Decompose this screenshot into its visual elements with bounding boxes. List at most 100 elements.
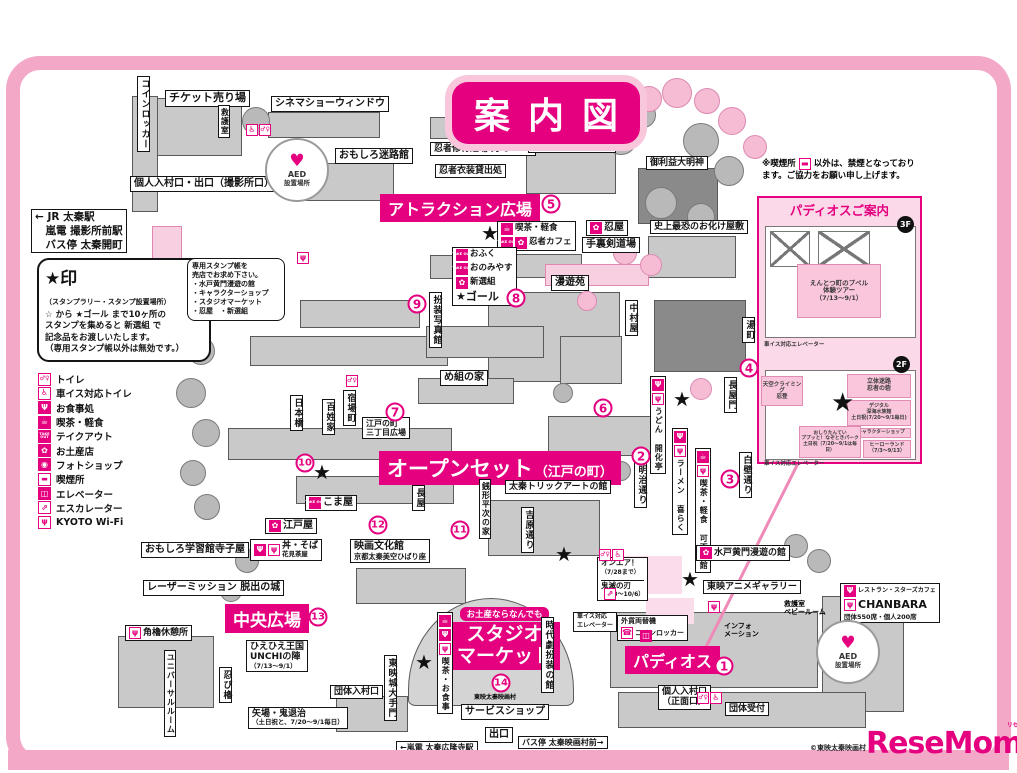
label-text: うどん 開化亭 xyxy=(654,407,664,471)
label-line: 忍者衣装貸出処 xyxy=(439,166,503,176)
label-line: ベビールーム xyxy=(784,608,826,617)
label-text: 太秦トリックアートの館 xyxy=(509,482,607,492)
bubble-line: 売店でお求め下さい。 xyxy=(192,271,262,280)
chuo-hiroba-banner: 中央広場 xyxy=(225,604,309,633)
banner-line: マーケット xyxy=(457,644,553,667)
label-line: ← JR 太秦駅 xyxy=(35,211,95,223)
tree xyxy=(176,378,206,408)
legend-item-1: ♿車イス対応トイレ xyxy=(38,386,132,400)
souvenir-icon: ✿ xyxy=(456,277,468,289)
tree xyxy=(714,156,744,186)
stairs-icon xyxy=(818,231,870,267)
label-line: 漫遊苑 xyxy=(555,277,585,288)
padios-room: 立体迷路忍者の砦 xyxy=(847,374,911,398)
label-row: 外貨両替機 xyxy=(621,617,656,625)
toei-anime-gallery: 東映アニメギャラリー xyxy=(703,580,801,595)
studio-market-operator: 東映太秦映画村 xyxy=(474,694,516,701)
label-text: ラーメン 喜らく xyxy=(676,459,686,532)
label-line: 三丁目広場 xyxy=(366,428,406,438)
legend-item-6: ◉フォトショップ xyxy=(38,458,132,472)
label-line: 矢場・鬼退治 xyxy=(252,709,307,719)
coin-locker-west: コインロッカー xyxy=(137,76,151,152)
label-line: 団体受付 xyxy=(729,704,766,714)
smoking-icon: ▬ xyxy=(38,472,51,486)
stamp-star-padios: ★ xyxy=(681,567,699,591)
toei-castle-otemon-gate: 東映城大手門 xyxy=(384,655,398,721)
label-text: 忍者修行道場 刀でGO!! xyxy=(434,144,532,154)
label-line: コインロッカー xyxy=(635,629,684,638)
label-text: 御利益大明神 xyxy=(650,158,704,168)
room-label: 土日祝(7/20〜9/1毎日) xyxy=(851,414,907,421)
label-text: 漫遊苑 xyxy=(555,277,585,289)
padios-room: ヒーローランド（7/3〜9/13） xyxy=(863,440,911,458)
banner-text: 中央広場 xyxy=(233,611,301,631)
label-text: 白壁通り xyxy=(741,455,752,495)
photoshop-icon: ◉ xyxy=(38,458,51,472)
label-subline: （7/13〜9/1） xyxy=(250,661,297,670)
label-line: 東映アニメギャラリー xyxy=(707,582,797,592)
wifi-icon: ψ xyxy=(652,393,664,405)
individual-entrance-studio-gate: 個人入村口・出口（撮影所口） xyxy=(130,176,278,192)
elevator-marker: ◫ xyxy=(640,630,652,642)
yaba-oni-taiji: 矢場・鬼退治（土日祝と、7/20〜9/1毎日） xyxy=(248,707,348,729)
aed-sublabel: 設置場所 xyxy=(835,660,861,669)
elevator-note-2f: 車イス対応エレベーター xyxy=(764,461,825,467)
toilet-icon: ♂♀ xyxy=(259,124,271,136)
label-text: からくり忍者屋敷 xyxy=(532,139,612,151)
restaurant-icon: Ψ xyxy=(439,629,451,641)
trick-art-museum: 太秦トリックアートの館 xyxy=(505,480,612,495)
universal-room: ユニバーサルルーム xyxy=(164,650,177,737)
wheelchair-icon: ♿ xyxy=(38,386,51,400)
souvenir-icon: ✿ xyxy=(590,222,602,234)
label-row: （7/28まで） xyxy=(601,569,640,577)
edoya-shop: ✿江戸屋 xyxy=(265,518,317,534)
label-line: バス停 太秦映画村前→ xyxy=(522,738,604,747)
stamp-box-line: ☆ から ★ゴール まで10ヶ所の xyxy=(45,310,166,320)
label-row: エレベーター xyxy=(577,622,613,630)
label-subline: 花見茶屋 xyxy=(282,550,308,559)
hyakushoya-farmhouse: 百姓家 xyxy=(322,399,336,435)
label-text: 手裏剣道場 xyxy=(586,239,636,251)
stamp-star-udon: ★ xyxy=(673,387,691,411)
label-text: 忍屋 xyxy=(604,222,624,234)
room-label: おしりたんてい xyxy=(813,430,847,436)
padios-guide-inset: パディオスご案内 3F 車イス対応エレベーター 2F ★ 車イス対応エレベーター… xyxy=(757,196,922,467)
service-shop: サービスショップ xyxy=(461,704,549,720)
stamp-box-line: スタンプを集めると 新選組 で xyxy=(45,321,162,332)
building-block xyxy=(300,300,420,328)
padios-room: 天空クライミング忍登 xyxy=(761,376,803,406)
room-label: 立体迷路 xyxy=(866,378,891,386)
label-text: 忍者衣装貸出処 xyxy=(439,166,502,176)
escalator-icon: ⇗ xyxy=(604,588,616,600)
toilet-icon: ♂♀ xyxy=(697,692,709,704)
group-reception: 団体受付 xyxy=(725,702,770,717)
padios-room: デジタル深海水族館土日祝(7/20〜9/1毎日) xyxy=(847,400,911,426)
legend-item-label: エスカレーター xyxy=(56,503,123,515)
label-line: 太秦トリックアートの館 xyxy=(509,482,608,492)
label-line: おふく xyxy=(470,249,496,260)
legend-item-label: 喫煙所 xyxy=(56,475,85,487)
copyright-text: ©東映太秦映画村 xyxy=(810,744,866,752)
mito-komon-hall: ✿水戸黄門漫遊の館 xyxy=(696,545,791,561)
num-10: 10 xyxy=(295,453,315,473)
wifi-icon: ψ xyxy=(268,543,280,556)
num-6: 6 xyxy=(593,398,613,418)
banner-text: オープンセット xyxy=(387,457,533,481)
first-aid-baby-room: 救護室ベビールーム xyxy=(784,600,826,617)
wifi-icon: ψ xyxy=(674,445,686,457)
room-label: キャラクターショップ xyxy=(857,430,905,436)
label-line: ←嵐電 太秦広隆寺駅 xyxy=(400,743,474,752)
label-line: UNCHIの陣 xyxy=(250,652,301,663)
stamp-box-title: ★印 xyxy=(45,269,78,289)
building-block xyxy=(648,236,736,278)
pink-tree xyxy=(662,78,692,108)
stamp-box-line: 記念品をお渡しいたします。 xyxy=(45,332,155,343)
bubble-line: 専用スタンプ帳を xyxy=(192,262,248,270)
